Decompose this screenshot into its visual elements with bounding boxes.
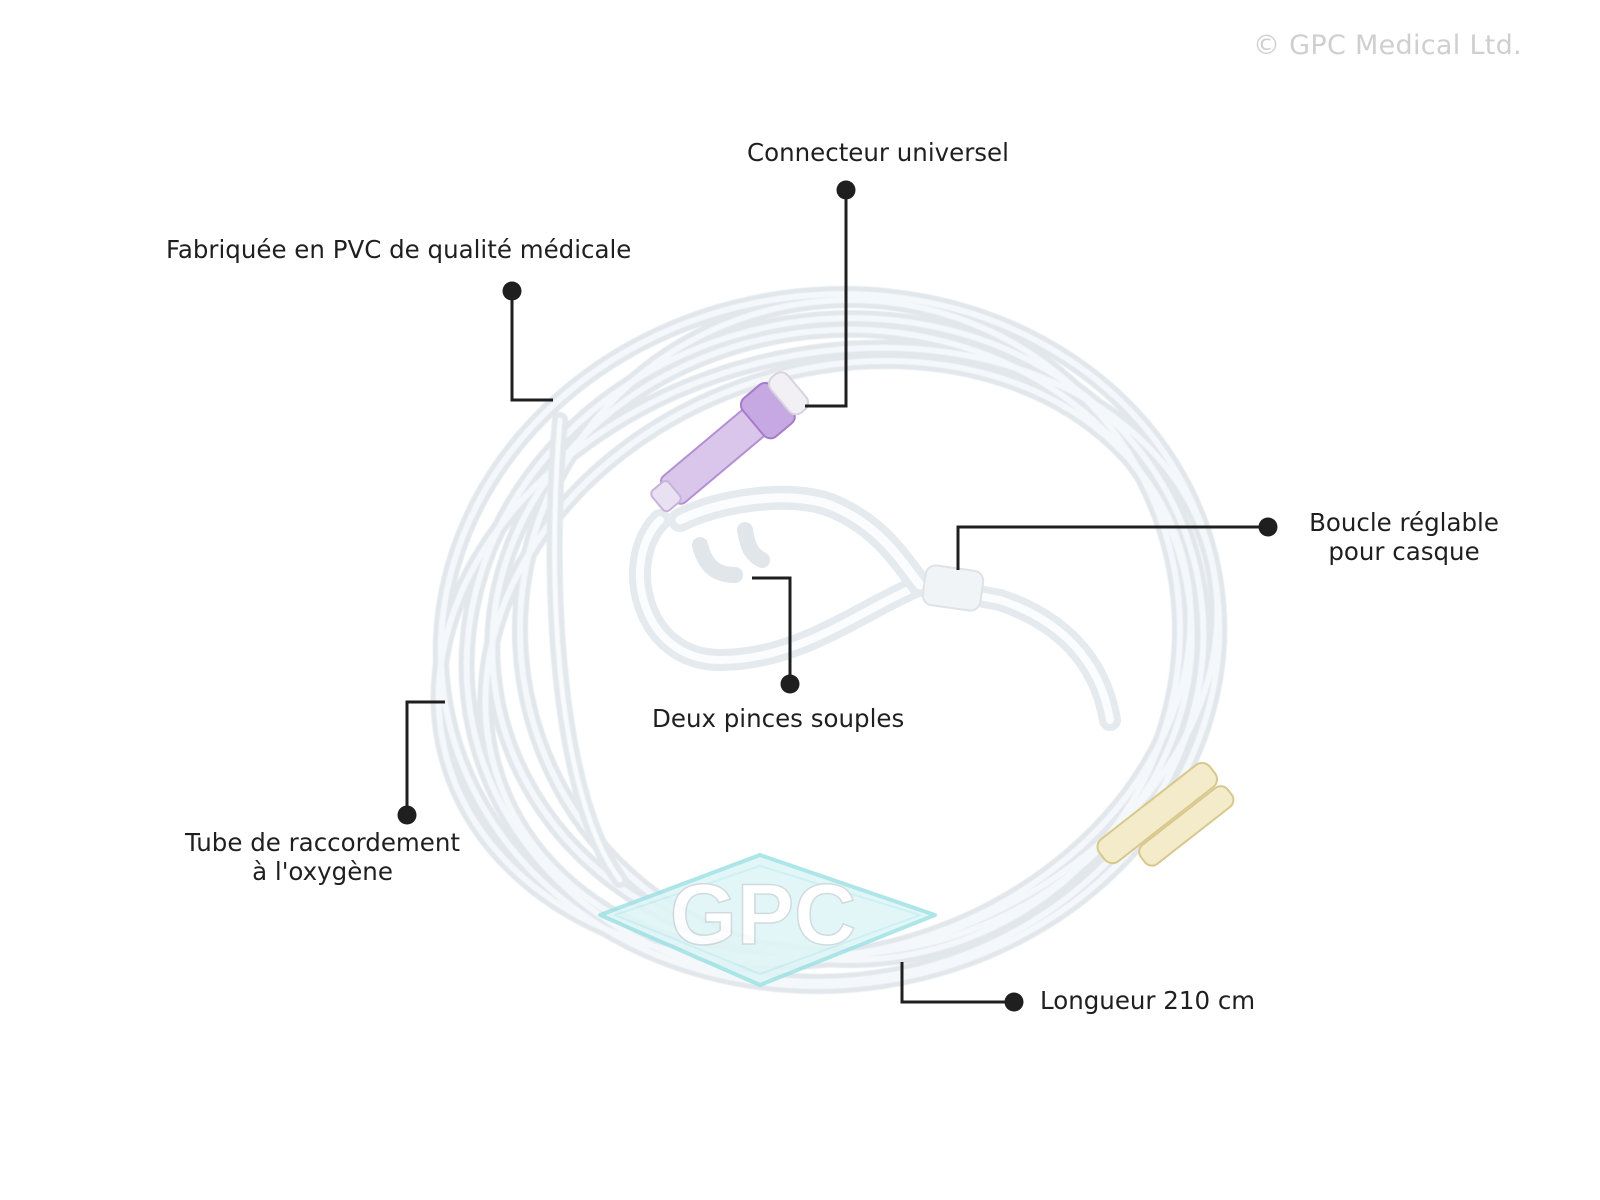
callout-label-line: Longueur 210 cm — [1040, 986, 1256, 1015]
callout-label-tube: Tube de raccordement à l'oxygène — [150, 828, 495, 886]
callout-label-loop: Boucle réglable pour casque — [1288, 508, 1520, 566]
svg-text:GPC: GPC — [670, 867, 856, 963]
callout-label-line: Fabriquée en PVC de qualité médicale — [166, 235, 632, 264]
leader-line-length — [900, 962, 1014, 1004]
leader-line-tube — [405, 700, 445, 815]
callout-label-pvc: Fabriquée en PVC de qualité médicale — [166, 235, 631, 264]
leader-line-connector — [805, 190, 848, 408]
callout-dot-tube — [397, 805, 417, 825]
leader-line-prongs — [752, 576, 792, 684]
callout-dot-connector — [836, 180, 856, 200]
callout-label-line: Connecteur universel — [747, 138, 1009, 167]
copyright-notice: © GPC Medical Ltd. — [1253, 30, 1522, 61]
leader-line-loop — [956, 525, 1268, 570]
leader-line-pvc — [510, 291, 553, 402]
tubing-adapter — [1096, 761, 1235, 867]
callout-dot-length — [1004, 992, 1024, 1012]
callout-leaders — [405, 190, 1268, 1004]
gpc-watermark: GPC — [598, 853, 937, 987]
callout-dot-pvc — [502, 281, 522, 301]
nasal-cannula-loop — [629, 485, 1121, 731]
callout-dot-loop — [1258, 517, 1278, 537]
callout-label-line: à l'oxygène — [252, 857, 393, 886]
callout-label-line: Boucle réglable — [1309, 508, 1499, 537]
callout-label-line: pour casque — [1328, 537, 1480, 566]
callout-label-connector: Connecteur universel — [747, 138, 1009, 167]
oxygen-tubing-coil — [430, 286, 1228, 994]
callout-dot-prongs — [780, 674, 800, 694]
callout-label-line: Deux pinces souples — [652, 704, 905, 733]
adjustable-slide — [921, 564, 985, 612]
callout-label-length: Longueur 210 cm — [1040, 986, 1255, 1015]
callout-label-prongs: Deux pinces souples — [652, 704, 904, 733]
universal-connector — [650, 371, 810, 513]
callout-label-line: Tube de raccordement — [185, 828, 460, 857]
callout-dots — [397, 180, 1278, 1012]
